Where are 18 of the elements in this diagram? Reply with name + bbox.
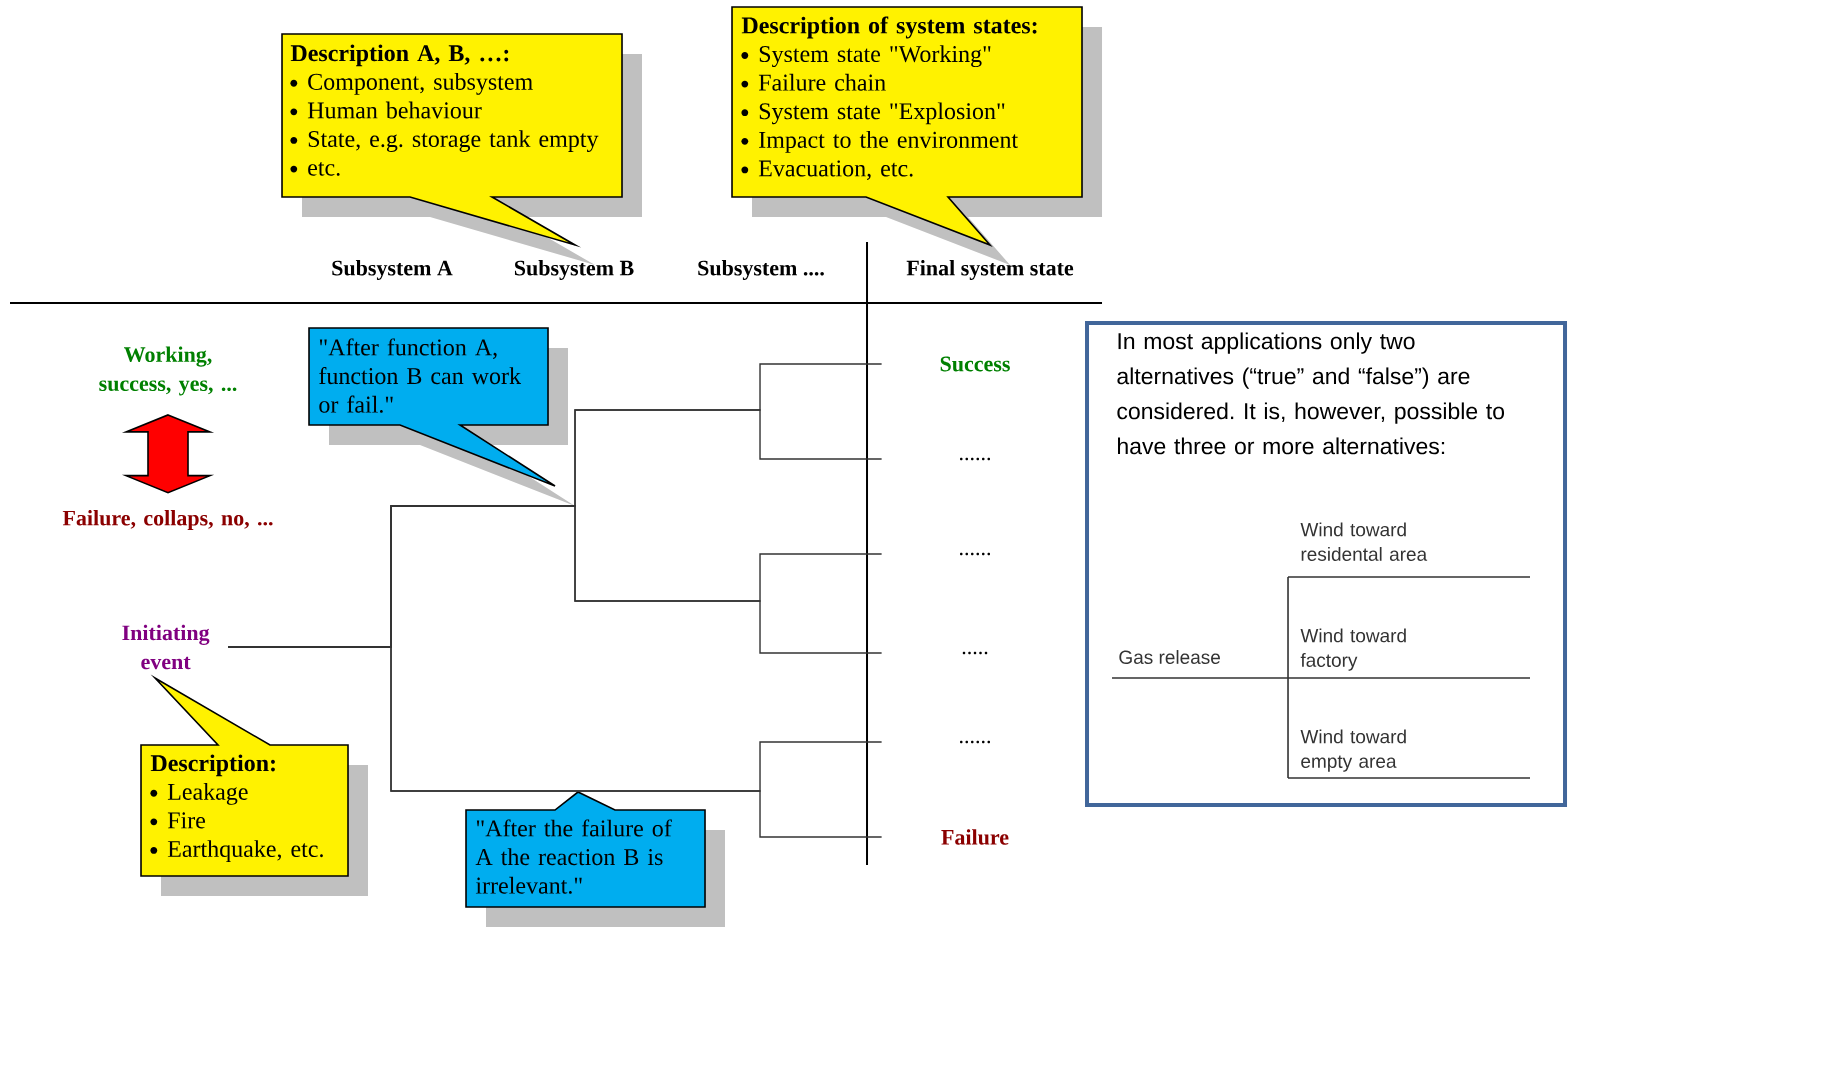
branch-label: Wind toward empty area — [1300, 729, 1406, 772]
callout: "After the failure of A the reaction B is irrelevant." — [465, 791, 725, 927]
state-label: Working, success, yes, ... — [99, 346, 237, 396]
outcome-label: ...... — [959, 552, 991, 556]
state-label: Failure, collaps, no, ... — [62, 510, 273, 530]
outcome-label: ...... — [959, 457, 991, 461]
double-arrow — [121, 414, 215, 494]
outcome-label: Failure — [941, 829, 1009, 845]
outcome-label: ...... — [959, 740, 991, 744]
branch-label: Wind toward factory — [1300, 628, 1406, 671]
outcome-label: ..... — [962, 651, 988, 655]
outcome-label: Success — [940, 356, 1010, 372]
branch-label: Gas release — [1119, 650, 1220, 664]
branch-label: Wind toward residental area — [1300, 522, 1428, 561]
branch-line — [227, 646, 883, 838]
event-label: Initiating event — [122, 624, 210, 670]
callout: "After function A, function B can work or fail." — [308, 327, 575, 506]
callout: Description: Leakage Fire Earthquake, etc. — [140, 674, 368, 896]
